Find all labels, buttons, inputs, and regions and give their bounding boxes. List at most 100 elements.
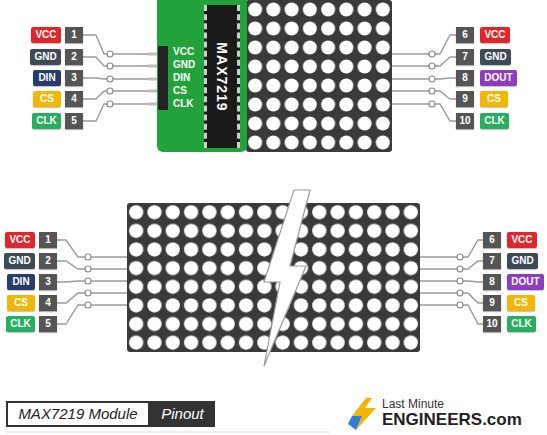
pin-number-text: 2 [45, 255, 51, 266]
pin-number-text: 9 [489, 297, 495, 308]
pin-number-text: 5 [45, 318, 51, 329]
pin-label: VCC [480, 27, 510, 43]
wire-dot [457, 290, 463, 296]
pin-name: DOUT [511, 276, 539, 287]
pin-label: CS [480, 91, 508, 107]
pin-number: 5 [65, 113, 83, 129]
pin-label: DIN [7, 274, 35, 290]
title-tag: Pinout [150, 401, 215, 427]
pin-name: VCC [9, 234, 30, 245]
wire-dot [457, 266, 463, 272]
wire [57, 293, 85, 303]
header-pin-name: GND [173, 59, 195, 71]
pin-number: 10 [483, 316, 501, 332]
pin-number: 7 [483, 253, 501, 269]
pin-number: 9 [456, 91, 474, 107]
pin-name: GND [8, 255, 30, 266]
wire-dot [429, 51, 435, 57]
pin-number: 9 [483, 295, 501, 311]
header-pin-name: CS [173, 85, 187, 97]
pin-number-text: 10 [486, 318, 497, 329]
logo-text: ENGINEERS.com [382, 410, 522, 430]
wire-dot [429, 63, 435, 69]
pin-label: DOUT [507, 274, 544, 290]
pin-label: DOUT [480, 70, 517, 86]
wire-dot [85, 278, 91, 284]
pin-name: CS [487, 93, 501, 104]
wire-dot [429, 101, 435, 107]
wire-dot [85, 302, 91, 308]
pin-label: CLK [32, 113, 61, 129]
pin-name: CLK [36, 115, 57, 126]
pin-number-text: 1 [71, 29, 77, 40]
header-pin-name: DIN [173, 72, 190, 84]
pin-header [158, 46, 168, 110]
pin-number: 1 [39, 232, 57, 248]
pin-number-text: 9 [462, 93, 468, 104]
pin-number: 6 [456, 27, 474, 43]
pin-name: CLK [10, 318, 31, 329]
wire [420, 257, 457, 305]
pin-number: 3 [39, 274, 57, 290]
wire [83, 57, 107, 66]
pin-name: DIN [38, 72, 55, 83]
pin-name: CS [514, 297, 528, 308]
wire-dot [457, 302, 463, 308]
title-text: MAX7219 Module [18, 405, 137, 422]
wire-dot [457, 254, 463, 260]
pin-number: 10 [456, 113, 474, 129]
wire-dots [85, 51, 463, 308]
wire [91, 257, 127, 305]
pin-label: DIN [33, 70, 61, 86]
wire-dot [107, 88, 113, 94]
header-pin-name: CLK [173, 98, 194, 110]
wire [435, 35, 456, 54]
pin-label: VCC [5, 232, 35, 248]
title-box: MAX7219 Module [6, 401, 150, 427]
wire-dot [85, 266, 91, 272]
pin-number: 2 [39, 253, 57, 269]
wire [57, 240, 85, 257]
pin-number: 1 [65, 27, 83, 43]
pin-number-text: 5 [71, 115, 77, 126]
wire [435, 91, 456, 99]
wire-dot [107, 63, 113, 69]
wire [463, 293, 483, 303]
pin-number-text: 4 [71, 93, 77, 104]
title-text: Pinout [161, 405, 204, 422]
wire [57, 281, 85, 282]
wire-dot [429, 76, 435, 82]
pin-number: 6 [483, 232, 501, 248]
led-dots [246, 0, 392, 152]
logo-text: Last Minute [382, 397, 444, 411]
pin-number: 8 [483, 274, 501, 290]
pin-number-text: 2 [71, 51, 77, 62]
pin-number-text: 8 [462, 72, 468, 83]
pin-label: CS [507, 295, 535, 311]
wire [435, 78, 456, 79]
wire-dot [85, 290, 91, 296]
wire [463, 305, 483, 324]
pin-name: CS [14, 297, 28, 308]
wire-dot [107, 101, 113, 107]
pin-number-text: 6 [489, 234, 495, 245]
wire [83, 104, 107, 121]
led-matrix [246, 0, 392, 152]
module-board: VCCGNDDINCSCLKMAX7219 [157, 0, 247, 152]
pin-number: 2 [65, 49, 83, 65]
pin-number: 4 [39, 295, 57, 311]
pin-label: GND [480, 49, 511, 65]
pin-number: 5 [39, 316, 57, 332]
pin-number-text: 1 [45, 234, 51, 245]
wire [57, 305, 85, 324]
wire [463, 281, 483, 282]
pin-number-text: 7 [462, 51, 468, 62]
ic-chip: MAX7219 [204, 5, 240, 148]
pin-number-text: 8 [489, 276, 495, 287]
pin-number: 7 [456, 49, 474, 65]
pin-label: CLK [507, 316, 536, 332]
wire-dot [107, 51, 113, 57]
wire [83, 78, 107, 79]
wire-dot [107, 76, 113, 82]
